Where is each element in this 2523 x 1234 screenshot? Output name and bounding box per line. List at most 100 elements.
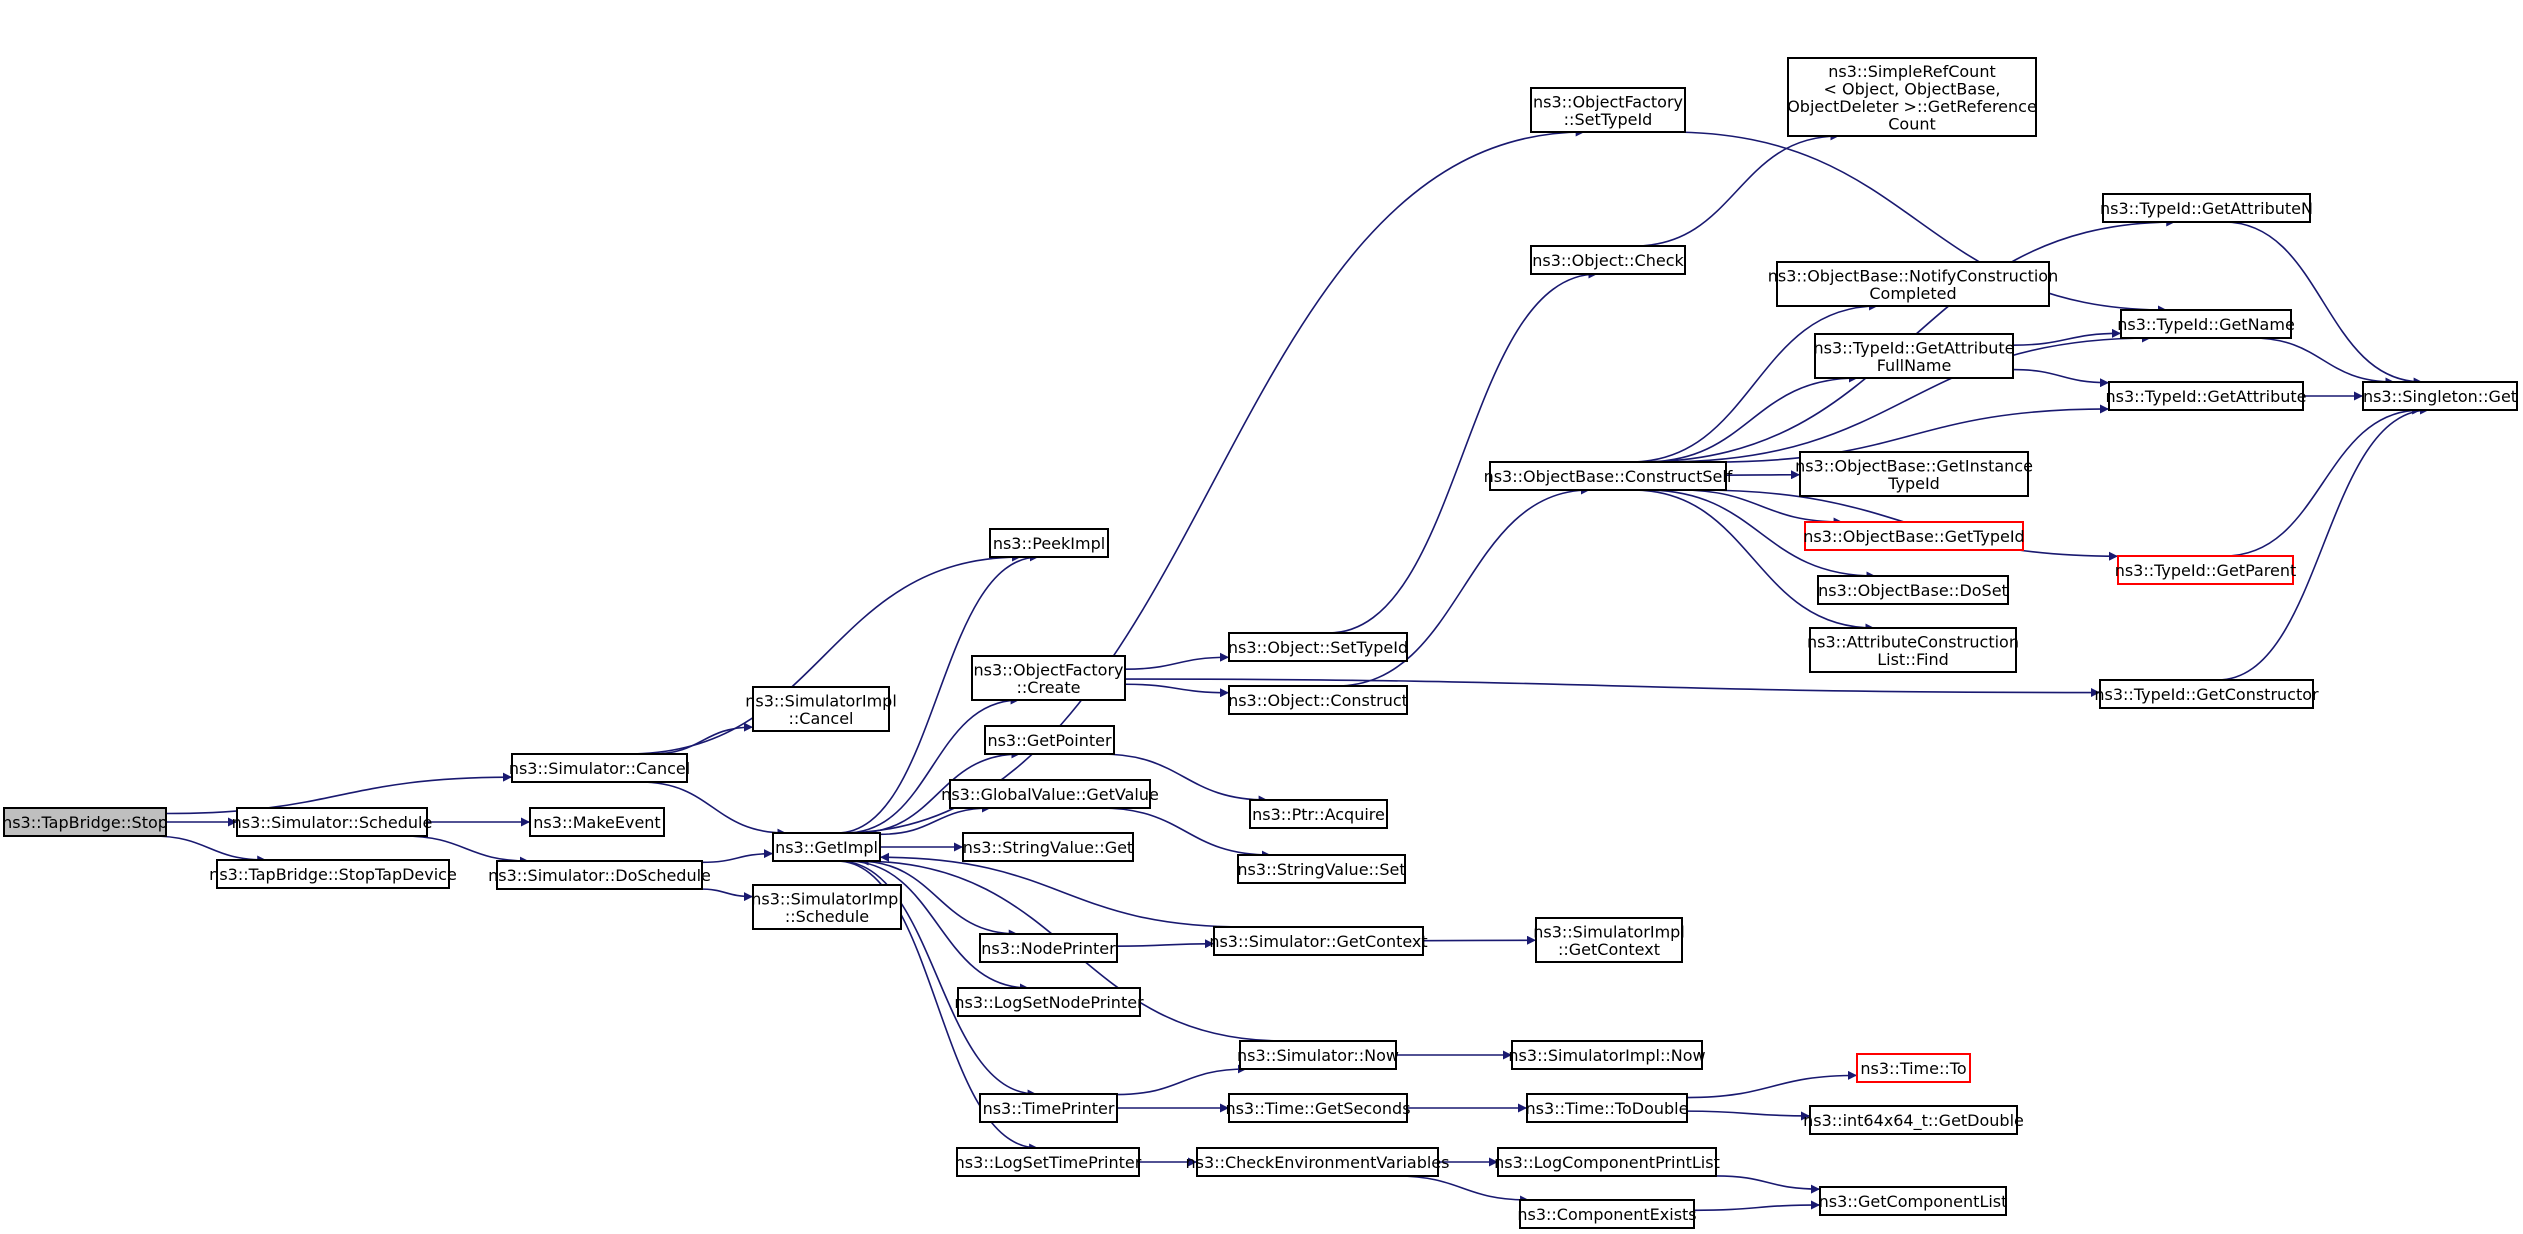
node-getAttribute[interactable]: ns3::TypeId::GetAttribute xyxy=(2105,381,2307,411)
node-componentExists[interactable]: ns3::ComponentExists xyxy=(1517,1199,1697,1229)
node-box xyxy=(1535,917,1683,963)
node-logSetTimePrinter[interactable]: ns3::LogSetTimePrinter xyxy=(955,1147,1142,1177)
node-label: ns3::MakeEvent xyxy=(533,813,660,832)
node-box xyxy=(1228,685,1408,715)
node-getParent[interactable]: ns3::TypeId::GetParent xyxy=(2115,555,2297,585)
node-constructSelf[interactable]: ns3::ObjectBase::ConstructSelf xyxy=(1484,461,1733,491)
node-box xyxy=(979,933,1118,963)
node-objConstruct[interactable]: ns3::Object::Construct xyxy=(1228,685,1408,715)
node-ofCreate[interactable]: ns3::ObjectFactory::Create xyxy=(971,655,1126,701)
call-edge-timeToDouble-to-timeTo xyxy=(1686,1070,1858,1099)
node-box xyxy=(949,779,1151,809)
node-makeEvent[interactable]: ns3::MakeEvent xyxy=(529,807,665,837)
node-getAttributeN[interactable]: ns3::TypeId::GetAttributeN xyxy=(2100,193,2313,223)
node-svSet[interactable]: ns3::StringValue::Set xyxy=(1237,854,1406,884)
call-edge-doSchedule-to-getImpl xyxy=(701,849,774,864)
node-label: ::Schedule xyxy=(785,907,869,926)
node-simImplSchedule[interactable]: ns3::SimulatorImpl::Schedule xyxy=(751,884,903,930)
node-label: ns3::SimpleRefCount xyxy=(1828,62,1995,81)
node-box xyxy=(971,655,1126,701)
node-obDoSet[interactable]: ns3::ObjectBase::DoSet xyxy=(1817,575,2009,605)
node-getPointer[interactable]: ns3::GetPointer xyxy=(984,725,1115,755)
node-label: ::GetContext xyxy=(1558,940,1660,959)
node-label: ns3::Time::ToDouble xyxy=(1526,1099,1689,1118)
node-label: ns3::Time::To xyxy=(1860,1059,1966,1078)
node-simpleRefCount[interactable]: ns3::SimpleRefCount< Object, ObjectBase,… xyxy=(1787,57,2037,137)
call-edge-constructSelf-to-getAttrFullName xyxy=(1643,373,1858,463)
node-singletonGet[interactable]: ns3::Singleton::Get xyxy=(2362,381,2518,411)
node-label: ::SetTypeId xyxy=(1564,110,1653,129)
node-stopTap[interactable]: ns3::TapBridge::StopTapDevice xyxy=(209,859,457,889)
node-box xyxy=(956,1147,1140,1177)
node-box xyxy=(984,725,1115,755)
node-objSetTypeId[interactable]: ns3::Object::SetTypeId xyxy=(1228,632,1408,662)
node-simCancel[interactable]: ns3::Simulator::Cancel xyxy=(509,753,690,783)
node-box xyxy=(1809,627,2017,673)
node-label: < Object, ObjectBase, xyxy=(1824,79,2001,98)
node-box xyxy=(2117,555,2294,585)
node-logCompPrintList[interactable]: ns3::LogComponentPrintList xyxy=(1494,1147,1720,1177)
node-getComponentList[interactable]: ns3::GetComponentList xyxy=(1819,1186,2008,1216)
node-label: ns3::Object::SetTypeId xyxy=(1228,638,1408,657)
node-svGet[interactable]: ns3::StringValue::Get xyxy=(962,832,1134,862)
node-simImplNow[interactable]: ns3::SimulatorImpl::Now xyxy=(1508,1040,1706,1070)
node-label: ns3::CheckEnvironmentVariables xyxy=(1186,1153,1450,1172)
node-simNow[interactable]: ns3::Simulator::Now xyxy=(1237,1040,1399,1070)
call-edge-schedule-to-doSchedule xyxy=(402,835,529,866)
node-doSchedule[interactable]: ns3::Simulator::DoSchedule xyxy=(488,860,711,890)
node-peekImpl[interactable]: ns3::PeekImpl xyxy=(989,528,1109,558)
node-label: ns3::Simulator::Cancel xyxy=(509,759,690,778)
node-label: ns3::Object::Construct xyxy=(1228,691,1408,710)
node-box xyxy=(1817,575,2009,605)
node-getName[interactable]: ns3::TypeId::GetName xyxy=(2117,309,2295,339)
node-getImpl[interactable]: ns3::GetImpl xyxy=(772,832,881,862)
call-edge-getConstructor-to-singletonGet xyxy=(2217,405,2430,681)
node-objCheck[interactable]: ns3::Object::Check xyxy=(1530,245,1686,275)
node-label: ns3::Simulator::Now xyxy=(1237,1046,1399,1065)
call-edge-getPointer-to-ptrAcquire xyxy=(1100,753,1268,805)
node-label: ObjectDeleter >::GetReference xyxy=(1787,97,2037,116)
call-edge-getAttrFullName-to-getName xyxy=(2012,328,2122,346)
call-edge-stop-to-stopTap xyxy=(151,835,267,865)
node-box xyxy=(957,987,1141,1017)
node-label: ns3::ObjectBase::ConstructSelf xyxy=(1484,467,1733,486)
node-box xyxy=(1814,333,2014,379)
node-checkEnv[interactable]: ns3::CheckEnvironmentVariables xyxy=(1186,1147,1450,1177)
node-schedule[interactable]: ns3::Simulator::Schedule xyxy=(232,807,433,837)
call-edge-objSetTypeId-to-objCheck xyxy=(1328,269,1598,634)
node-getConstructor[interactable]: ns3::TypeId::GetConstructor xyxy=(2094,679,2319,709)
node-simImplCancel[interactable]: ns3::SimulatorImpl::Cancel xyxy=(745,686,897,732)
node-ofSetTypeId[interactable]: ns3::ObjectFactory::SetTypeId xyxy=(1530,87,1686,133)
node-timeToDouble[interactable]: ns3::Time::ToDouble xyxy=(1526,1093,1689,1123)
node-label: Count xyxy=(1888,114,1936,133)
node-label: List::Find xyxy=(1877,650,1949,669)
call-edge-constructSelf-to-attrConstructionFind xyxy=(1632,489,1875,633)
node-box xyxy=(1526,1093,1688,1123)
node-box xyxy=(3,807,167,837)
node-stop[interactable]: ns3::TapBridge::Stop xyxy=(2,807,168,837)
node-timeTo[interactable]: ns3::Time::To xyxy=(1856,1053,1971,1083)
call-edge-logCompPrintList-to-getComponentList xyxy=(1715,1175,1821,1194)
node-logSetNodePrinter[interactable]: ns3::LogSetNodePrinter xyxy=(954,987,1144,1017)
node-box xyxy=(1497,1147,1717,1177)
node-gvGetValue[interactable]: ns3::GlobalValue::GetValue xyxy=(941,779,1159,809)
node-box xyxy=(1804,521,2024,551)
node-int64GetDouble[interactable]: ns3::int64x64_t::GetDouble xyxy=(1803,1105,2024,1135)
node-simImplGetContext[interactable]: ns3::SimulatorImpl::GetContext xyxy=(1533,917,1685,963)
node-notifyConstruction[interactable]: ns3::ObjectBase::NotifyConstructionCompl… xyxy=(1768,261,2058,307)
node-obGetTypeId[interactable]: ns3::ObjectBase::GetTypeId xyxy=(1803,521,2025,551)
node-timeGetSeconds[interactable]: ns3::Time::GetSeconds xyxy=(1225,1093,1411,1123)
node-box xyxy=(511,753,688,783)
node-box xyxy=(1776,261,2050,307)
node-label: ns3::Time::GetSeconds xyxy=(1225,1099,1410,1118)
node-ptrAcquire[interactable]: ns3::Ptr::Acquire xyxy=(1249,799,1388,829)
node-timePrinter[interactable]: ns3::TimePrinter xyxy=(979,1093,1118,1123)
node-nodePrinter[interactable]: ns3::NodePrinter xyxy=(979,933,1118,963)
node-label: ns3::PeekImpl xyxy=(993,534,1105,553)
call-edge-getImpl-to-peekImpl xyxy=(836,552,1039,834)
node-simGetContext[interactable]: ns3::Simulator::GetContext xyxy=(1209,926,1428,956)
call-edge-stop-to-simCancel xyxy=(165,772,513,815)
